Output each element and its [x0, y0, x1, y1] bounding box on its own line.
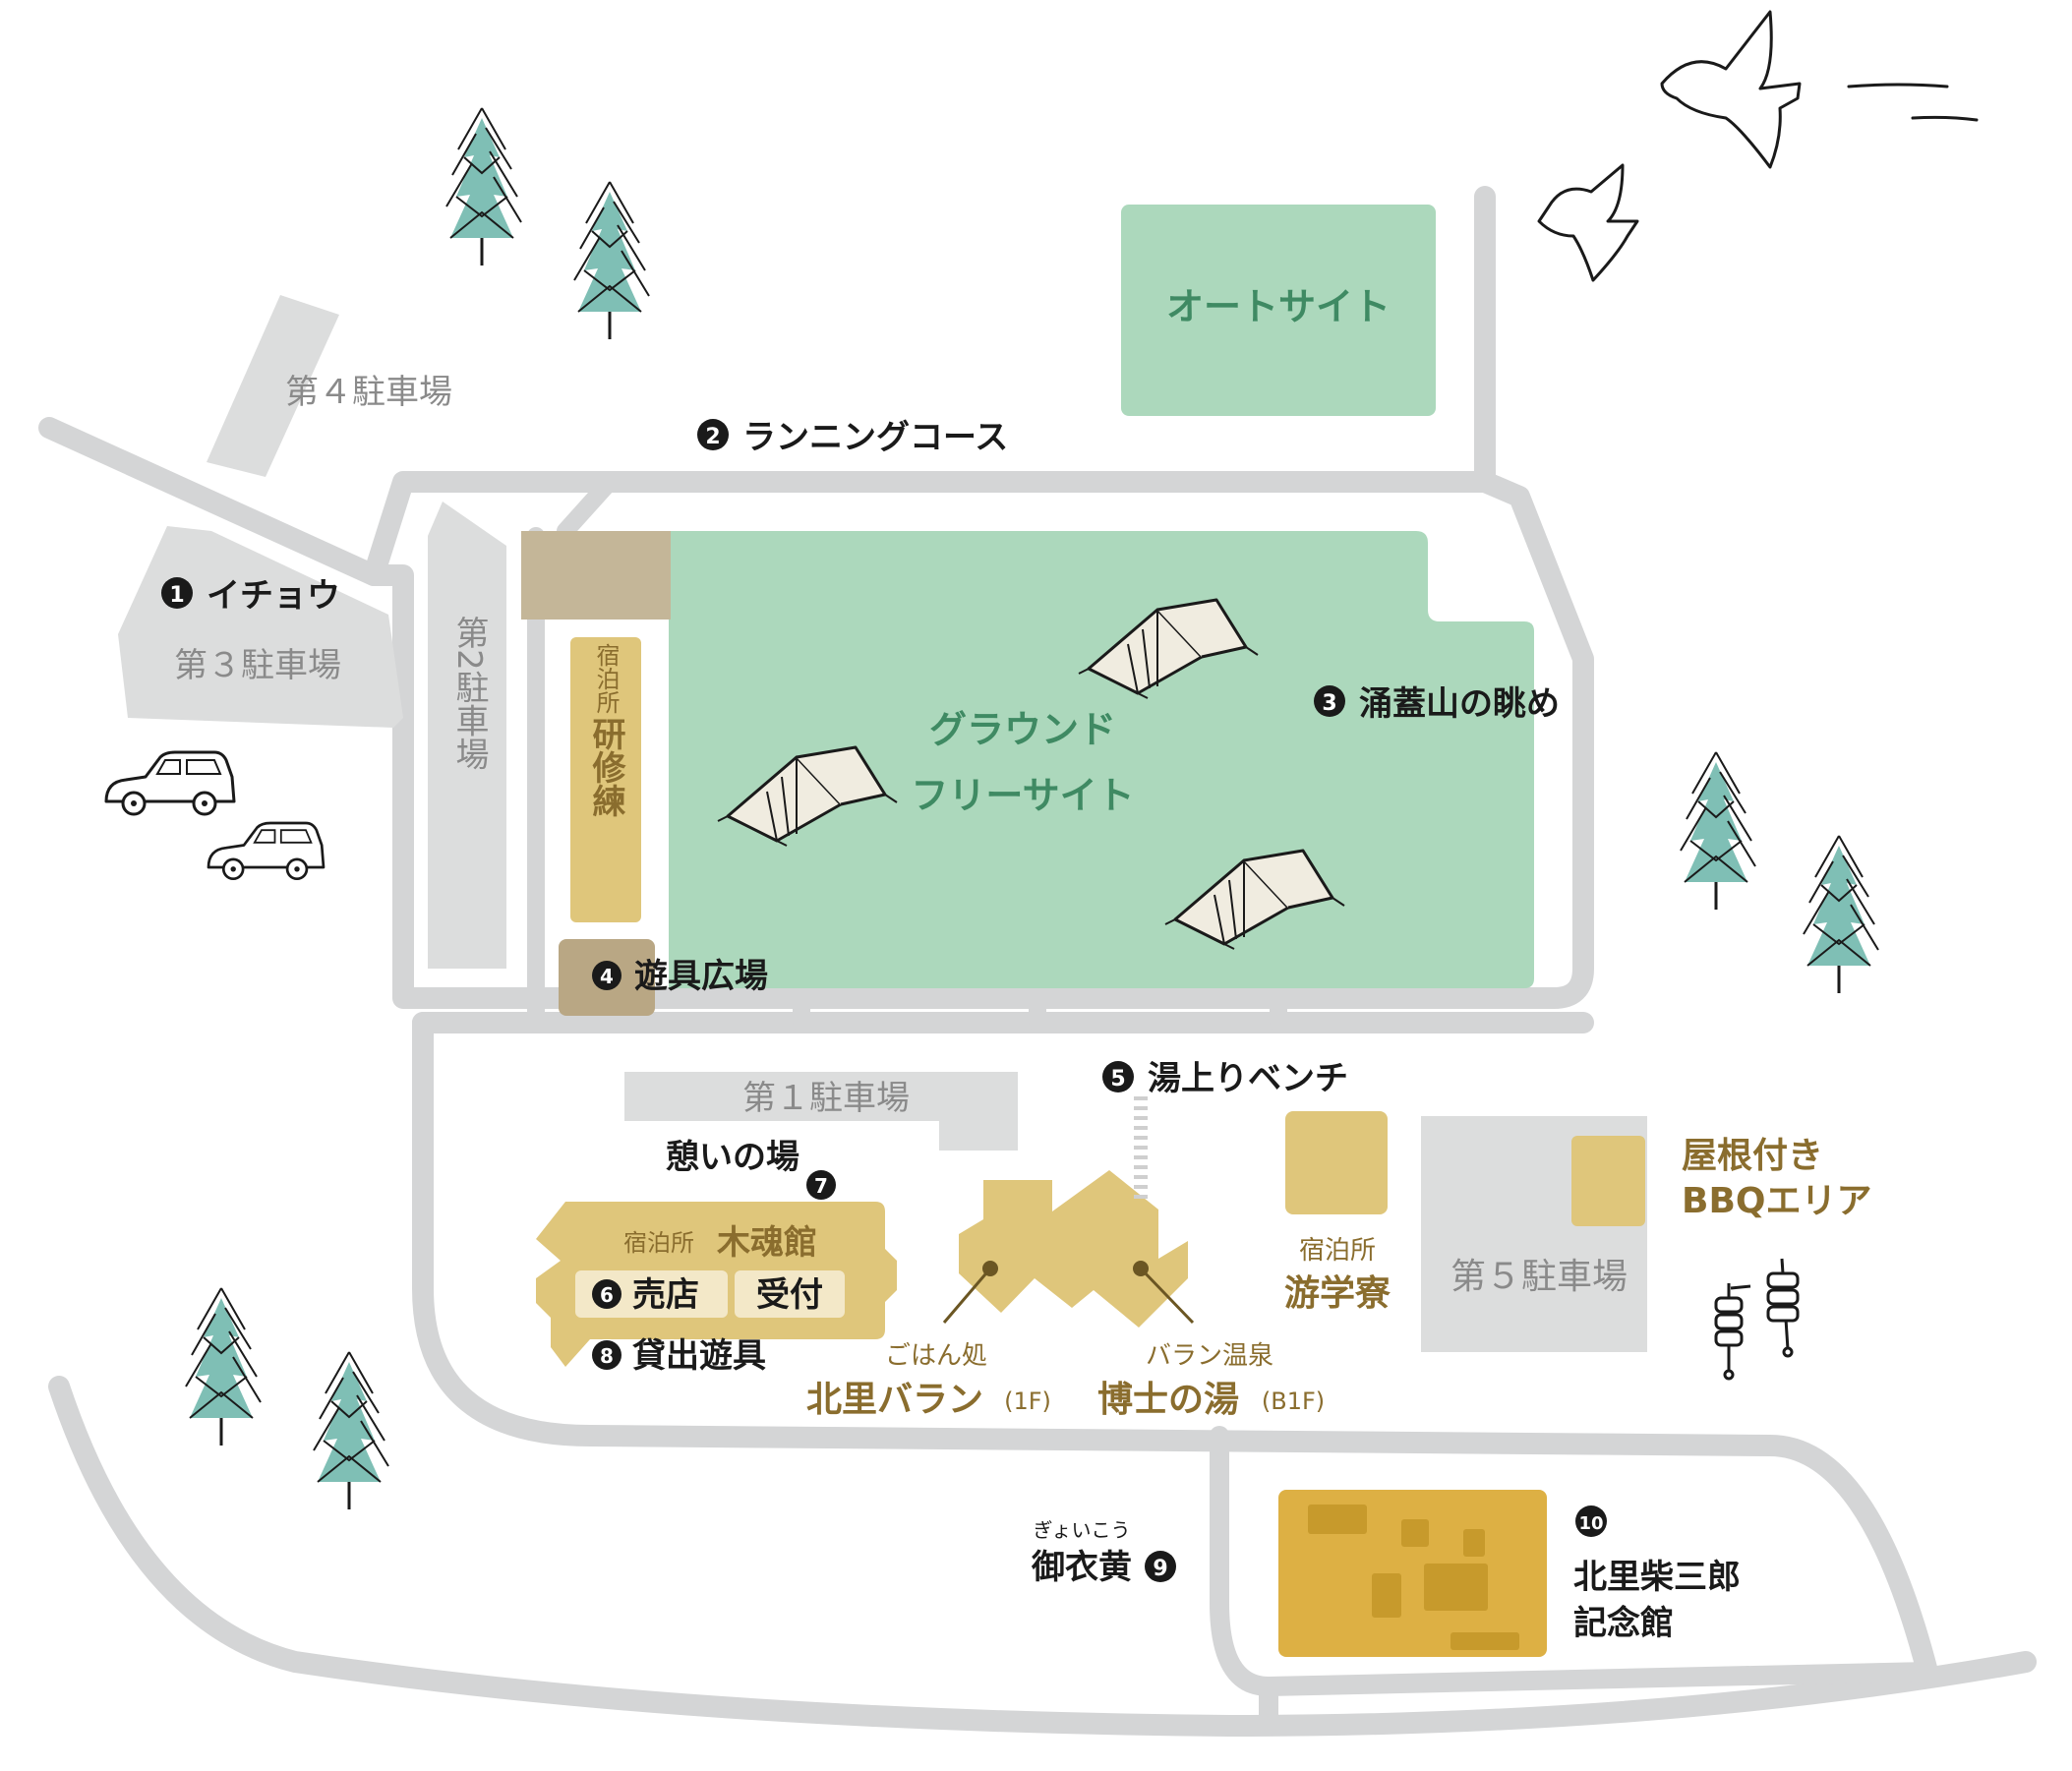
svg-text:3: 3	[1322, 691, 1336, 716]
mokkon-small-label: 宿泊所	[623, 1229, 694, 1257]
ground-building	[521, 531, 671, 620]
memorial-detail	[1308, 1505, 1519, 1650]
baran-dot	[982, 1261, 998, 1276]
point-1-label: イチョウ	[207, 576, 340, 616]
tree-icon	[1679, 750, 1757, 912]
reception-counter	[735, 1270, 845, 1318]
svg-text:4: 4	[600, 965, 614, 988]
svg-text:9: 9	[1153, 1557, 1167, 1581]
point-10[interactable]: 10 北里柴三郎 記念館	[1573, 1505, 1741, 1643]
point-2[interactable]: 2 ランニングコース	[697, 418, 1008, 457]
onsen-small-label: バラン温泉	[1146, 1341, 1273, 1371]
mokkon-name-label: 木魂館	[716, 1223, 817, 1263]
onsen-name-label: 博士の湯	[1097, 1380, 1239, 1420]
parking-1-label: 第１駐車場	[742, 1079, 910, 1118]
yugaku-building	[1285, 1111, 1388, 1214]
car-icon	[207, 821, 326, 881]
tree-icon	[444, 106, 523, 267]
point-4-label: 遊具広場	[634, 957, 768, 996]
gohan-name-label: 北里バラン	[806, 1380, 983, 1420]
point-9-ruby: ぎょいこう	[1034, 1518, 1131, 1542]
point-3-label: 涌蓋山の眺め	[1359, 684, 1560, 724]
point-10-label-line1: 北里柴三郎	[1573, 1558, 1741, 1597]
svg-text:8: 8	[600, 1344, 614, 1368]
point-9[interactable]: ぎょいこう 御衣黄 9	[1031, 1518, 1176, 1587]
svg-text:10: 10	[1578, 1513, 1603, 1534]
parking-3-label: 第３駐車場	[174, 646, 341, 685]
bbq-area	[1571, 1136, 1645, 1226]
point-5-label: 湯上りベンチ	[1148, 1059, 1348, 1098]
svg-text:6: 6	[600, 1283, 614, 1307]
gohan-floor-label: (1F)	[1004, 1387, 1051, 1415]
baran-leaders	[942, 1267, 1195, 1325]
ground-label-line1: グラウンド	[929, 708, 1116, 751]
parking-2-label: 第2駐車場	[449, 616, 489, 771]
svg-text:5: 5	[1110, 1067, 1125, 1092]
point-10-label-line2: 記念館	[1573, 1604, 1674, 1643]
tree-icon	[184, 1286, 263, 1447]
point-4[interactable]: 4 遊具広場	[592, 957, 768, 996]
reception-label[interactable]: 受付	[756, 1275, 823, 1315]
auto-site-area	[1121, 205, 1436, 416]
point-7[interactable]: 憩いの場 7	[666, 1138, 836, 1200]
parking-5-label: 第５駐車場	[1450, 1257, 1628, 1297]
kenshu-building	[570, 637, 641, 922]
svg-text:7: 7	[814, 1174, 828, 1198]
point-6-label: 売店	[632, 1275, 699, 1315]
parking-areas	[118, 295, 1647, 1352]
point-5[interactable]: 5 湯上りベンチ	[1102, 1059, 1348, 1098]
bbq-label-line2: BBQエリア	[1682, 1181, 1871, 1221]
onsen-floor-label: (B1F)	[1262, 1387, 1325, 1415]
road-network	[38, 186, 2037, 1737]
yugaku-small-label: 宿泊所	[1299, 1236, 1376, 1266]
parking-4-label: 第４駐車場	[285, 373, 452, 412]
skewer-icon	[1766, 1258, 1800, 1358]
yugaku-name-label: 游学寮	[1284, 1272, 1391, 1314]
gohan-small-label: ごはん処	[885, 1341, 987, 1371]
point-6[interactable]: 6 売店	[592, 1275, 699, 1315]
tree-icon	[572, 180, 651, 341]
point-1[interactable]: 1 イチョウ	[161, 576, 340, 616]
tree-icon	[1802, 834, 1880, 995]
skewer-icon	[1714, 1283, 1751, 1381]
kenshu-small-label: 宿泊所	[592, 643, 620, 714]
car-icon	[104, 750, 236, 816]
bbq-label-line1: 屋根付き	[1682, 1136, 1823, 1176]
baran-building	[959, 1170, 1188, 1328]
auto-site-label: オートサイト	[1166, 285, 1391, 328]
point-8[interactable]: 8 貸出遊具	[592, 1336, 766, 1376]
point-7-label: 憩いの場	[666, 1138, 799, 1177]
point-8-label: 貸出遊具	[632, 1336, 766, 1376]
point-2-label: ランニングコース	[742, 418, 1008, 457]
ground-label-line2: フリーサイト	[911, 774, 1134, 817]
point-3[interactable]: 3 涌蓋山の眺め	[1314, 684, 1560, 724]
bird-icon	[1537, 10, 1802, 282]
kenshu-name-label: 研修練	[586, 717, 626, 817]
tree-icon	[312, 1350, 390, 1511]
wind-lines	[1847, 83, 1979, 122]
onsen-dot	[1133, 1261, 1149, 1276]
point-9-label: 御衣黄	[1031, 1548, 1132, 1587]
svg-text:1: 1	[169, 583, 184, 608]
svg-text:2: 2	[705, 425, 720, 449]
